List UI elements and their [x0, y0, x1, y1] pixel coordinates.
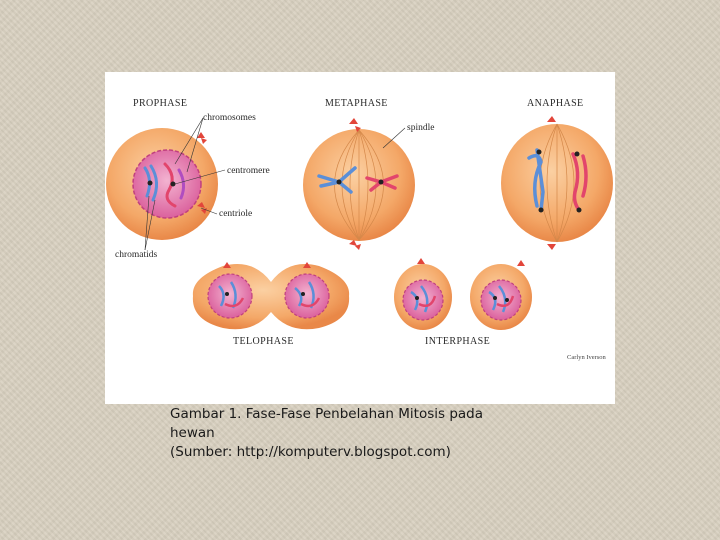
anaphase-cell [501, 116, 613, 250]
phase-title-interphase: INTERPHASE [425, 336, 490, 347]
phase-title-metaphase: METAPHASE [325, 98, 388, 109]
phase-title-telophase: TELOPHASE [233, 336, 294, 347]
interphase-cell-right [470, 260, 532, 330]
illustrator-credit: Carlyn Iverson [567, 354, 607, 361]
label-chromatids: chromatids [115, 250, 158, 260]
spindle-leader-line [382, 127, 406, 149]
label-centromere: centromere [227, 166, 270, 176]
telophase-cell [192, 262, 350, 330]
caption-line-1: Gambar 1. Fase-Fase Penbelahan Mitosis p… [170, 406, 484, 422]
phase-title-anaphase: ANAPHASE [527, 98, 584, 109]
label-spindle: spindle [407, 123, 434, 133]
caption-line-2: hewan [170, 425, 215, 441]
label-chromosomes: chromosomes [203, 113, 256, 123]
figure-caption: Gambar 1. Fase-Fase Penbelahan Mitosis p… [170, 405, 530, 462]
interphase-cell-left [394, 258, 452, 330]
mitosis-diagram: PROPHASE METAPHASE ANAPHASE TELOPHASE IN… [105, 72, 615, 404]
prophase-cell [106, 128, 218, 240]
caption-line-3: (Sumber: http://komputerv.blogspot.com) [170, 444, 451, 460]
prophase-leader-lines [144, 117, 226, 251]
label-centriole: centriole [219, 209, 252, 219]
metaphase-cell [303, 118, 415, 250]
phase-title-prophase: PROPHASE [133, 98, 187, 109]
